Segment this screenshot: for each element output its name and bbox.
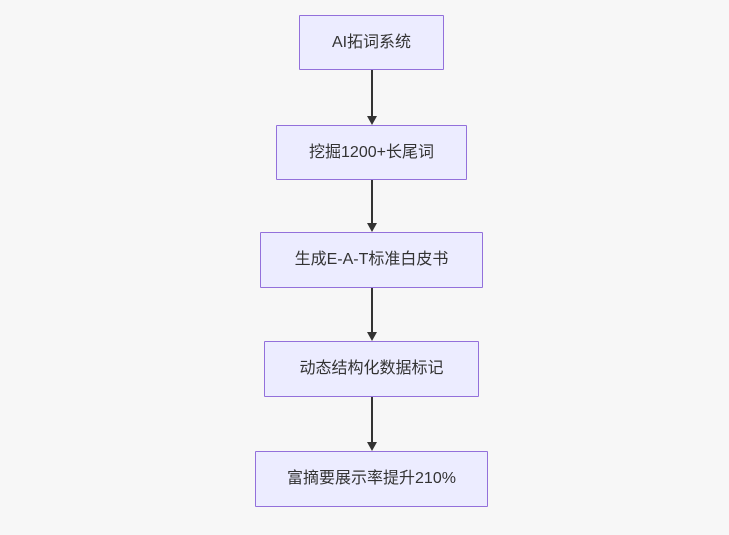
flow-arrow-2 [365,180,378,232]
arrow-head-icon [366,442,377,451]
node-label: AI拓词系统 [331,33,412,51]
node-label: 生成E-A-T标准白皮书 [294,251,449,269]
arrow-line [370,180,373,223]
node-ai-keyword-expansion-system: AI拓词系统 [299,15,444,70]
node-eat-whitepaper-generation: 生成E-A-T标准白皮书 [260,232,483,288]
node-longtail-keyword-mining: 挖掘1200+长尾词 [276,125,467,180]
flow-arrow-3 [365,288,378,341]
node-label: 挖掘1200+长尾词 [309,143,434,161]
arrow-head-icon [366,223,377,232]
flow-arrow-4 [365,397,378,451]
node-dynamic-structured-data-markup: 动态结构化数据标记 [264,341,479,397]
node-label: 动态结构化数据标记 [299,360,444,378]
flow-arrow-1 [365,70,378,125]
arrow-line [370,70,373,116]
node-label: 富摘要展示率提升210% [287,470,456,488]
arrow-head-icon [366,332,377,341]
arrow-line [370,397,373,442]
arrow-head-icon [366,116,377,125]
node-rich-snippet-rate-increase: 富摘要展示率提升210% [255,451,488,507]
arrow-line [370,288,373,332]
